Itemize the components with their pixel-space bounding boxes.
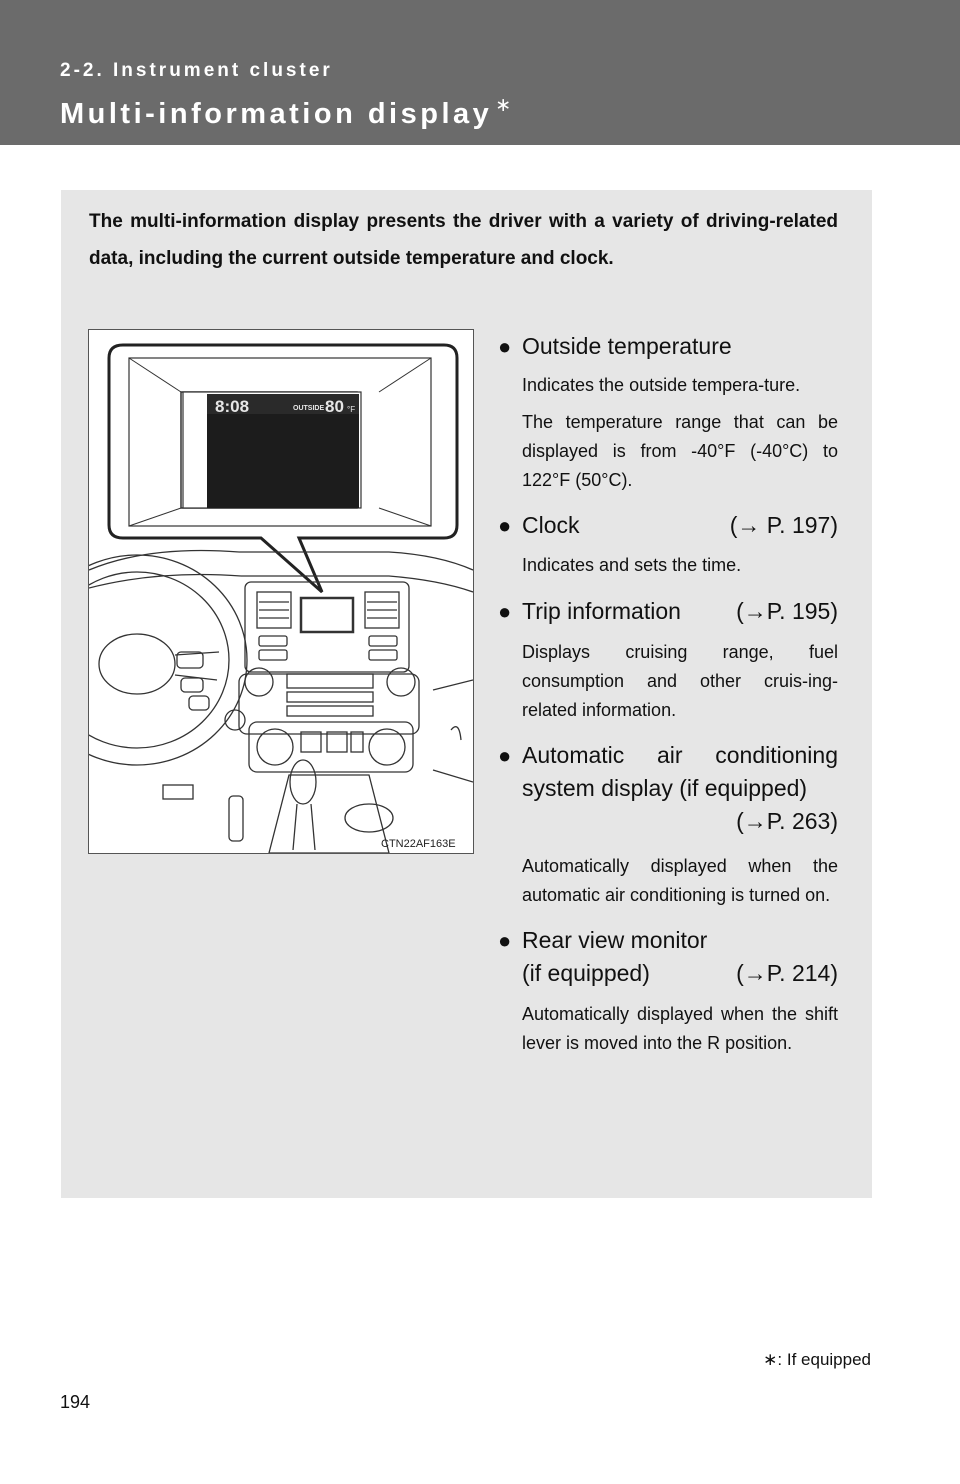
page-reference: (→P. 195) — [736, 598, 838, 624]
bullet-icon: ● — [498, 599, 512, 624]
item-description: Automatically displayed when the automat… — [522, 856, 838, 905]
frame-line — [128, 507, 182, 527]
dashboard-outline — [89, 549, 473, 853]
item-title: Automatic air conditioning system displa… — [522, 742, 838, 801]
page-number: 194 — [60, 1392, 91, 1412]
display-screen — [207, 414, 359, 508]
bullet-icon: ● — [498, 513, 512, 538]
page-reference: (→ P. 197) — [729, 512, 838, 538]
bullet-icon: ● — [498, 928, 512, 953]
item-description: Indicates the outside tempera-ture. — [522, 375, 801, 395]
chapter-header: 2-2. Instrument cluster Multi-informatio… — [0, 0, 960, 145]
illustration-code: CTN22AF163E — [381, 838, 456, 850]
list-item: ● Automatic air conditioning system disp… — [498, 739, 838, 910]
item-description: Displays cruising range, fuel consumptio… — [522, 642, 838, 720]
display-clock: 8:08 — [215, 397, 249, 416]
display-temperature: 80 — [325, 397, 344, 416]
item-description: Automatically displayed when the shift l… — [522, 1004, 838, 1053]
bullet-icon: ● — [498, 334, 512, 359]
frame-line — [128, 357, 182, 393]
section-label: 2-2. Instrument cluster — [60, 60, 333, 81]
frame-line — [378, 507, 432, 527]
intro-text: The multi-information display presents t… — [89, 211, 838, 269]
list-item: ● Trip information (→P. 195) Displays cr… — [498, 595, 838, 725]
page-title: Multi-information display∗ — [60, 94, 515, 131]
item-description: The temperature range that can be displa… — [522, 412, 838, 490]
list-item: ● Clock (→ P. 197) Indicates and sets th… — [498, 509, 838, 580]
page-reference: (→P. 214) — [736, 960, 838, 986]
item-title-qualifier: (if equipped) — [522, 960, 650, 986]
frame-line — [378, 357, 432, 393]
item-title: Trip information — [522, 598, 681, 624]
list-item: ● Outside temperature Indicates the outs… — [498, 330, 838, 495]
dashboard-drawing: 8:08 OUTSIDE 80 °F — [89, 343, 473, 853]
bullet-icon: ● — [498, 743, 512, 768]
page-reference: (→P. 263) — [736, 808, 838, 834]
display-temp-unit: °F — [347, 405, 355, 414]
footnote: ∗: If equipped — [763, 1350, 871, 1369]
feature-list: ● Outside temperature Indicates the outs… — [498, 330, 838, 1058]
screen-frame — [128, 357, 432, 527]
item-description: Indicates and sets the time. — [522, 555, 742, 575]
display-status-bar — [207, 394, 359, 414]
dashboard-illustration: 8:08 OUTSIDE 80 °F — [88, 329, 474, 854]
item-title: Outside temperature — [522, 333, 732, 359]
display-outside-label: OUTSIDE — [293, 405, 324, 412]
page-title-text: Multi-information display — [60, 98, 493, 130]
item-title: Clock — [522, 512, 580, 538]
list-item: ● Rear view monitor (if equipped) (→P. 2… — [498, 924, 838, 1058]
item-title: Rear view monitor — [522, 927, 708, 953]
if-equipped-mark: ∗ — [495, 95, 515, 116]
